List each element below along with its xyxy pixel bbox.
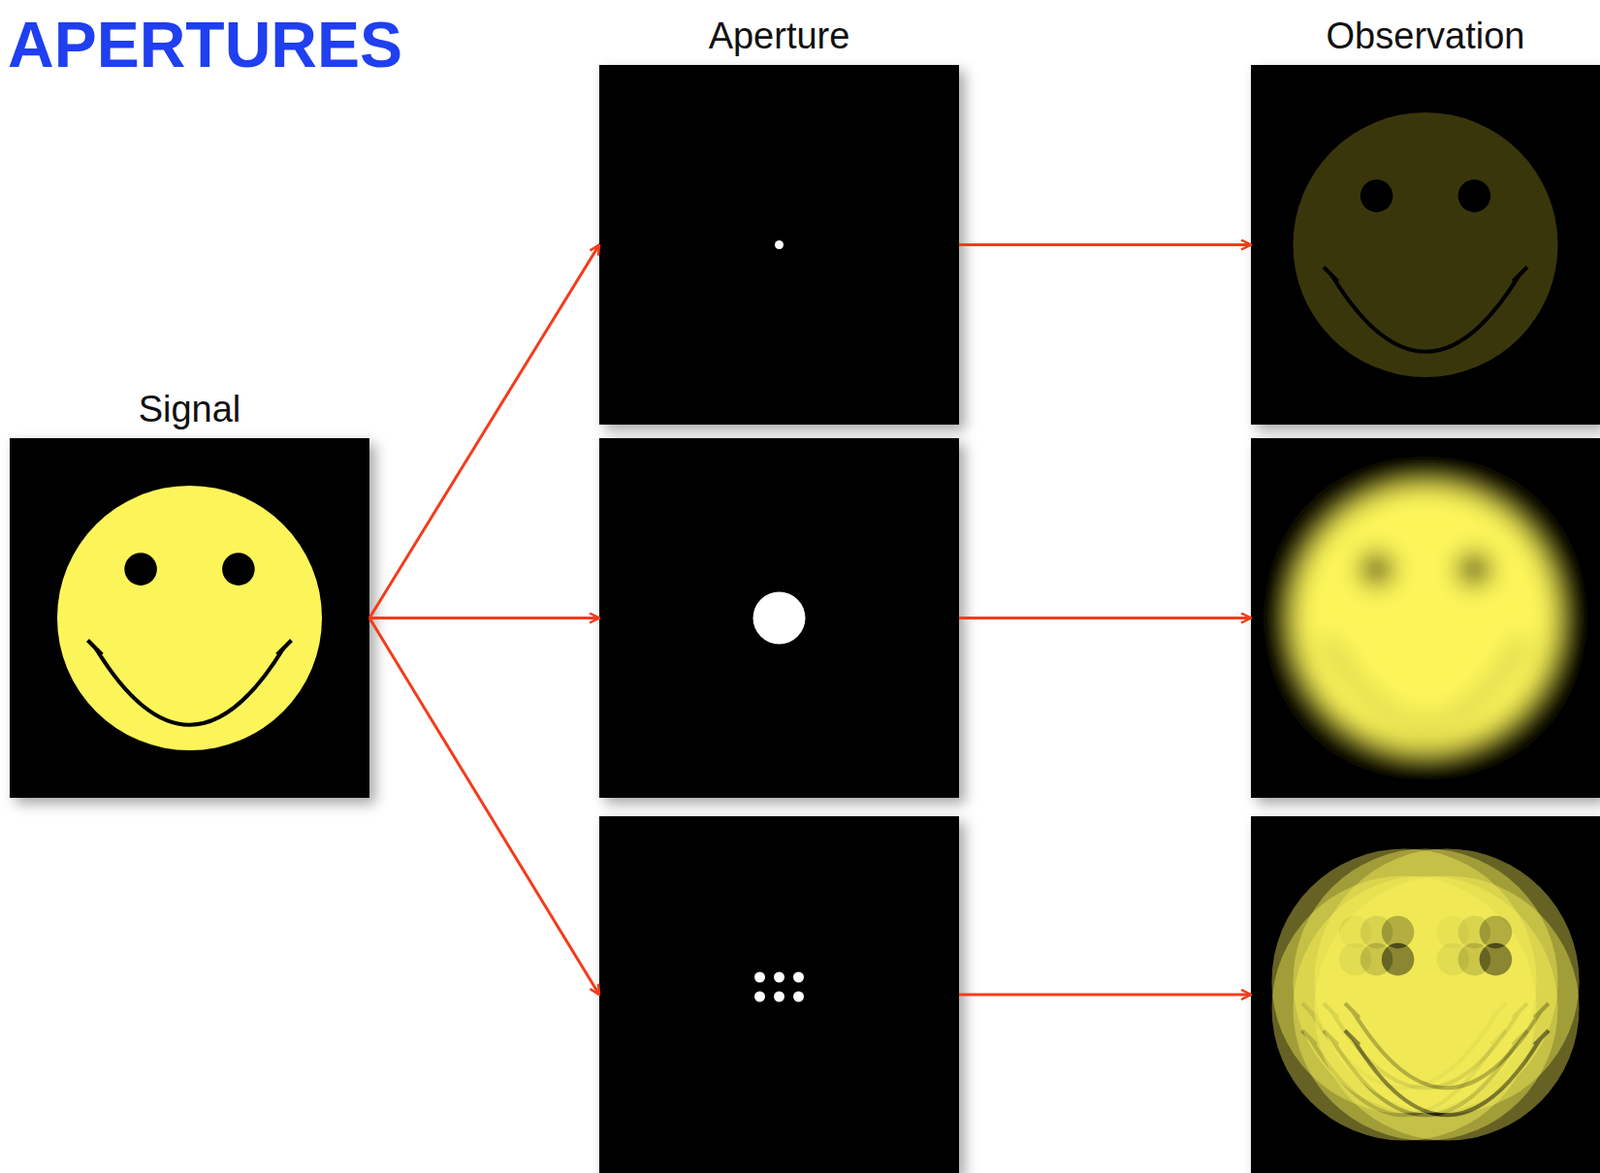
pin-image xyxy=(774,240,784,250)
image-box xyxy=(1250,438,1600,799)
multi-image xyxy=(1272,849,1580,1142)
image-frame xyxy=(599,816,960,1173)
arrow xyxy=(959,243,1251,247)
image-box: Aperture xyxy=(599,64,960,425)
arrow xyxy=(959,993,1251,997)
image-frame xyxy=(9,438,370,799)
image-box xyxy=(599,438,960,799)
column-heading: Signal xyxy=(138,388,242,431)
signal-image xyxy=(57,485,322,751)
arrow xyxy=(369,245,600,619)
disc-image xyxy=(753,592,806,645)
image-frame xyxy=(599,64,960,425)
image-frame xyxy=(1250,816,1600,1173)
arrow xyxy=(959,616,1251,620)
arrow xyxy=(369,616,600,620)
dots-image xyxy=(754,972,804,1003)
image-box: Signal xyxy=(9,438,370,799)
image-box xyxy=(1250,816,1600,1173)
title: APERTURES xyxy=(7,7,403,82)
arrow xyxy=(369,618,600,996)
column-heading: Aperture xyxy=(708,15,851,58)
image-box xyxy=(599,816,960,1173)
image-frame xyxy=(1250,64,1600,425)
image-frame xyxy=(1250,438,1600,799)
column-heading: Observation xyxy=(1326,15,1526,58)
dim-image xyxy=(1293,112,1559,378)
blur-image xyxy=(1258,446,1593,791)
image-box: Observation xyxy=(1250,64,1600,425)
image-frame xyxy=(599,438,960,799)
